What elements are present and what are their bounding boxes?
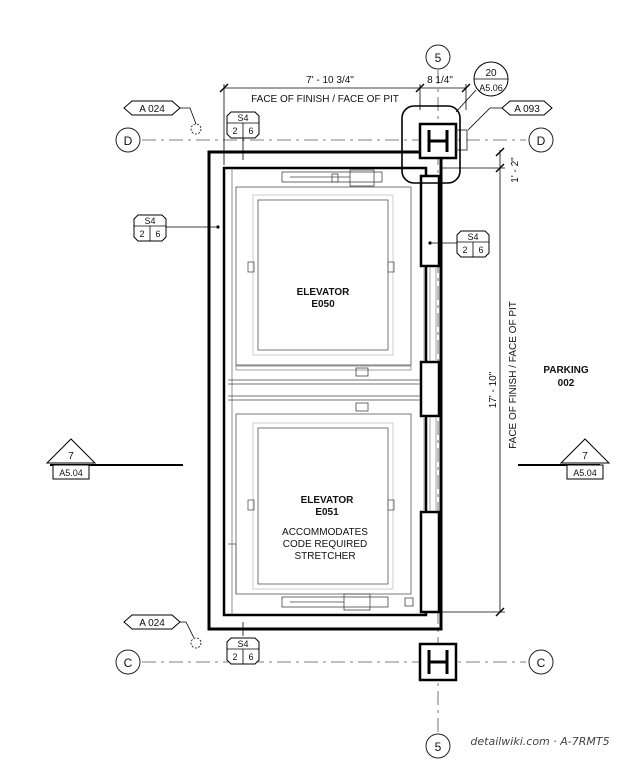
- ref-tag-a093: A 093: [467, 100, 553, 131]
- wall-tag-right-b: 6: [478, 245, 483, 255]
- dim-note-top: FACE OF FINISH / FACE OF PIT: [251, 94, 399, 105]
- elevator-cab-e050: [235, 186, 412, 371]
- room-name-elev1: ELEVATOR: [297, 287, 351, 298]
- detail-callout-sheet: A5.06: [479, 83, 503, 93]
- room-number-elev1: E050: [311, 299, 335, 310]
- section-marker-left: 7 A5.04: [45, 438, 183, 480]
- room-name-parking: PARKING: [543, 365, 589, 376]
- shaft-outer-wall: [207, 150, 443, 631]
- right-wall-openings: [419, 174, 441, 614]
- right-pier-bottom: [419, 510, 441, 614]
- section-marker-right: 7 A5.04: [518, 438, 611, 480]
- wall-tag-right-a: 2: [462, 245, 467, 255]
- wall-tag-left-a: 2: [139, 229, 144, 239]
- ref-tag-a024-top: A 024: [123, 100, 202, 135]
- wall-tag-left: S4 2 6: [133, 214, 167, 242]
- watermark: detailwiki.com · A-7RMT5: [470, 735, 609, 748]
- grid-bubble-c-left: C: [115, 649, 141, 675]
- column-bottom: [418, 642, 458, 682]
- grid-bubble-5-top: 5: [425, 44, 451, 70]
- grid-label-5-bottom: 5: [435, 740, 442, 754]
- wall-tag-right-label: S4: [467, 232, 478, 242]
- dim-width-main: 7' - 10 3/4": [306, 75, 354, 86]
- detail-callout-box: [401, 105, 461, 184]
- wall-tag-bottom-label: S4: [237, 639, 248, 649]
- detail-callout-number: 20: [485, 68, 497, 79]
- wall-tag-bottom-a: 2: [232, 652, 237, 662]
- elevator-cab-e051: [228, 413, 412, 595]
- grid-lines: [142, 70, 526, 733]
- grid-label-5-top: 5: [435, 51, 442, 65]
- dim-width-small: 8 1/4": [427, 75, 453, 86]
- grid-bubble-d-left: D: [115, 127, 141, 153]
- wall-tag-top-b: 6: [248, 126, 253, 136]
- wall-tag-bottom: S4 2 6: [226, 637, 260, 665]
- dimension-lines: [219, 83, 505, 617]
- section-right-sheet: A5.04: [573, 468, 597, 478]
- wall-tag-left-label: S4: [144, 216, 155, 226]
- grid-bubble-5-bottom: 5: [425, 733, 451, 759]
- mid-separator-beams: [228, 367, 420, 412]
- dim-note-side: FACE OF FINISH / FACE OF PIT: [508, 301, 519, 449]
- room-number-parking: 002: [558, 378, 575, 389]
- section-left-sheet: A5.04: [59, 468, 83, 478]
- cab-bottom-equipment: [281, 593, 414, 611]
- room-name-elev2: ELEVATOR: [301, 495, 355, 506]
- cab-top-equipment: [281, 169, 383, 187]
- grid-label-d-left: D: [124, 134, 133, 148]
- right-pier-mid: [419, 360, 441, 418]
- ref-tag-a024-bottom: A 024: [123, 614, 202, 649]
- wall-tag-top: S4 2 6: [226, 111, 260, 139]
- section-left-number: 7: [68, 451, 74, 462]
- room-note-line3: STRETCHER: [294, 551, 355, 562]
- grid-bubble-c-right: C: [528, 649, 554, 675]
- dim-height-main: 17' - 10": [488, 371, 499, 408]
- grid-label-d-right: D: [537, 134, 546, 148]
- section-right-number: 7: [582, 451, 588, 462]
- room-number-elev2: E051: [315, 507, 339, 518]
- ref-tag-a093-label: A 093: [514, 104, 540, 115]
- shaft-walls: [207, 150, 443, 631]
- ref-tag-a024-top-label: A 024: [139, 104, 165, 115]
- column-top: [401, 105, 468, 184]
- dim-offset-small: 1' - 2": [510, 157, 521, 183]
- wall-tag-bottom-b: 6: [248, 652, 253, 662]
- room-note-line1: ACCOMMODATES: [282, 527, 368, 538]
- room-note-line2: CODE REQUIRED: [283, 539, 367, 550]
- wall-tag-right: S4 2 6: [456, 230, 490, 258]
- ref-tag-a024-bottom-label: A 024: [139, 618, 165, 629]
- grid-bubble-d-right: D: [528, 127, 554, 153]
- grid-label-c-right: C: [537, 656, 546, 670]
- wall-tag-top-label: S4: [237, 113, 248, 123]
- wall-tag-left-b: 6: [155, 229, 160, 239]
- right-pier-top: [419, 174, 441, 268]
- wall-tag-top-a: 2: [232, 126, 237, 136]
- grid-label-c-left: C: [124, 656, 133, 670]
- detail-callout-20: 20 A5.06: [455, 61, 509, 113]
